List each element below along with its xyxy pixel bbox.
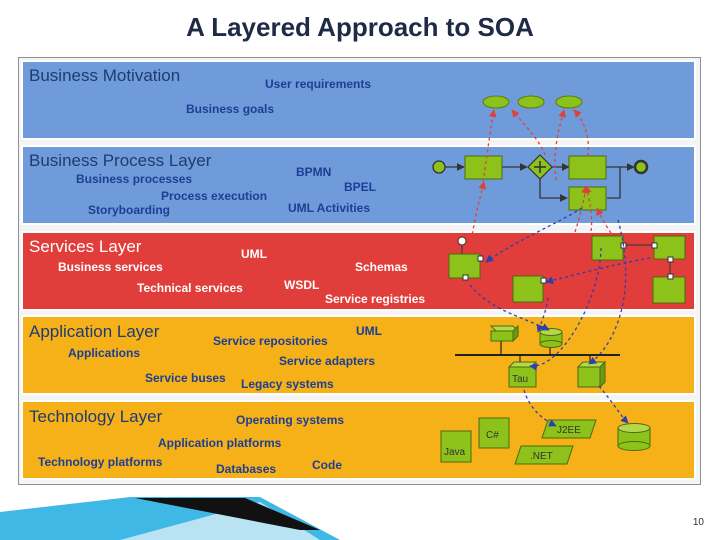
service-box xyxy=(652,276,686,304)
label-process-execution: Process execution xyxy=(161,189,268,203)
start-event xyxy=(432,160,446,174)
layer-business-motivation: Business Motivation User requirements Bu… xyxy=(21,60,696,140)
database-cylinder xyxy=(617,423,651,451)
label-legacy-systems: Legacy systems xyxy=(241,377,334,391)
layer-title: Services Layer xyxy=(29,237,142,256)
service-box xyxy=(653,235,686,260)
label-service-registries: Service registries xyxy=(325,292,426,306)
app-component-box xyxy=(576,360,607,389)
process-flow xyxy=(445,163,635,202)
node-csharp-box xyxy=(478,417,510,449)
label-business-processes: Business processes xyxy=(76,172,193,186)
node-csharp: C# xyxy=(486,430,499,441)
layer-title: Technology Layer xyxy=(29,407,163,426)
label-bpmn: BPMN xyxy=(296,165,332,179)
label-service-buses: Service buses xyxy=(145,371,226,385)
goal-ellipses xyxy=(482,95,583,109)
label-code: Code xyxy=(312,458,342,472)
goal-ellipse xyxy=(482,95,510,109)
label-service-repositories: Service repositories xyxy=(213,334,328,348)
service-box xyxy=(512,275,544,303)
parallel-gateway xyxy=(527,154,553,180)
node-dotnet: .NET xyxy=(530,451,553,462)
application-nodes: Tau xyxy=(455,324,620,389)
node-java-box xyxy=(440,430,472,463)
node-dotnet-shape xyxy=(514,445,574,465)
label-service-adapters: Service adapters xyxy=(279,354,376,368)
service-nodes xyxy=(448,235,686,304)
layer-technology: Technology Layer Operating systems Appli… xyxy=(21,400,696,480)
label-schemas: Schemas xyxy=(355,260,408,274)
label-applications: Applications xyxy=(68,346,141,360)
process-task xyxy=(568,155,607,180)
label-databases: Databases xyxy=(216,462,277,476)
technology-nodes: Java C# J2EE .NET xyxy=(440,417,651,465)
service-box xyxy=(591,235,624,261)
label-technical-services: Technical services xyxy=(137,281,243,295)
label-storyboarding: Storyboarding xyxy=(88,203,171,217)
label-uml-app: UML xyxy=(356,324,382,338)
trace-arrows-blue xyxy=(469,207,651,427)
label-uml: UML xyxy=(241,247,267,261)
end-event xyxy=(633,159,649,175)
goal-ellipse xyxy=(555,95,583,109)
label-business-goals: Business goals xyxy=(186,102,275,116)
label-business-services: Business services xyxy=(58,260,163,274)
label-operating-systems: Operating systems xyxy=(236,413,345,427)
layer-title: Business Motivation xyxy=(29,66,181,85)
process-task xyxy=(568,186,607,211)
service-start xyxy=(457,236,467,246)
layer-services: Services Layer UML Business services Sch… xyxy=(21,231,696,311)
layer-title: Business Process Layer xyxy=(29,151,212,170)
node-tau: Tau xyxy=(512,374,528,385)
layer-title: Application Layer xyxy=(29,322,160,341)
label-user-requirements: User requirements xyxy=(265,77,372,91)
goal-ellipse xyxy=(517,95,545,109)
app-component-box xyxy=(489,324,520,343)
app-database-cylinder xyxy=(539,328,563,348)
node-java: Java xyxy=(444,447,466,458)
label-wsdl: WSDL xyxy=(284,278,320,292)
label-technology-platforms: Technology platforms xyxy=(38,455,163,469)
label-uml-activities: UML Activities xyxy=(288,201,371,215)
label-bpel: BPEL xyxy=(344,180,377,194)
label-application-platforms: Application platforms xyxy=(158,436,282,450)
node-j2ee: J2EE xyxy=(557,425,581,436)
service-box xyxy=(448,253,481,279)
trace-arrows-red xyxy=(469,109,612,253)
page-number: 10 xyxy=(692,517,704,528)
slide-title: A Layered Approach to SOA xyxy=(186,12,534,42)
